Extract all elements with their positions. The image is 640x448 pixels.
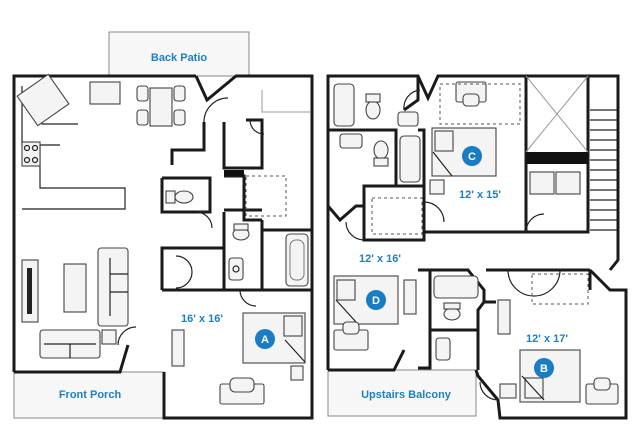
bedroom-d-badge: [366, 290, 386, 310]
stove: [21, 141, 41, 167]
coffee-table: [63, 263, 87, 313]
downstairs-plan: [12, 73, 314, 420]
bath-b-tub: [433, 275, 479, 299]
dryer: [555, 171, 581, 195]
washer: [529, 171, 555, 195]
bedroom-d-letter: D: [372, 295, 380, 307]
end-table: [101, 329, 117, 345]
back-patio-label: Back Patio: [151, 52, 208, 64]
bedroom-b-badge: [534, 358, 554, 378]
kitchen-sink: [16, 73, 70, 127]
bedroom-a-letter: A: [261, 334, 269, 346]
dresser-b: [497, 299, 511, 335]
dresser-d: [403, 279, 417, 315]
dining-table: [149, 87, 173, 127]
upstairs-plan: [326, 74, 628, 420]
front-porch-label: Front Porch: [59, 389, 122, 401]
front-porch-pad: [13, 371, 165, 419]
back-patio-pad: [108, 31, 250, 77]
sofa: [97, 247, 129, 327]
upstairs-balcony-label: Upstairs Balcony: [361, 389, 452, 401]
upstairs-balcony-pad: [327, 369, 477, 417]
bedroom-c-badge: [462, 146, 482, 166]
bedroom-c-letter: C: [468, 151, 476, 163]
toilet-icon: [174, 190, 194, 204]
bedroom-d-size: 12' x 16': [359, 253, 401, 265]
bedroom-a-badge: [255, 329, 275, 349]
bathtub: [285, 233, 309, 287]
upper-tub: [333, 83, 355, 127]
dresser-a: [171, 329, 185, 367]
bedroom-a-size: 16' x 16': [181, 313, 223, 325]
bedroom-c-size: 12' x 15': [459, 189, 501, 201]
bedroom-b-size: 12' x 17': [526, 333, 568, 345]
bath-sink: [228, 257, 244, 281]
staircase: [590, 109, 618, 231]
bedroom-b-letter: B: [540, 363, 548, 375]
refrigerator: [89, 81, 121, 105]
